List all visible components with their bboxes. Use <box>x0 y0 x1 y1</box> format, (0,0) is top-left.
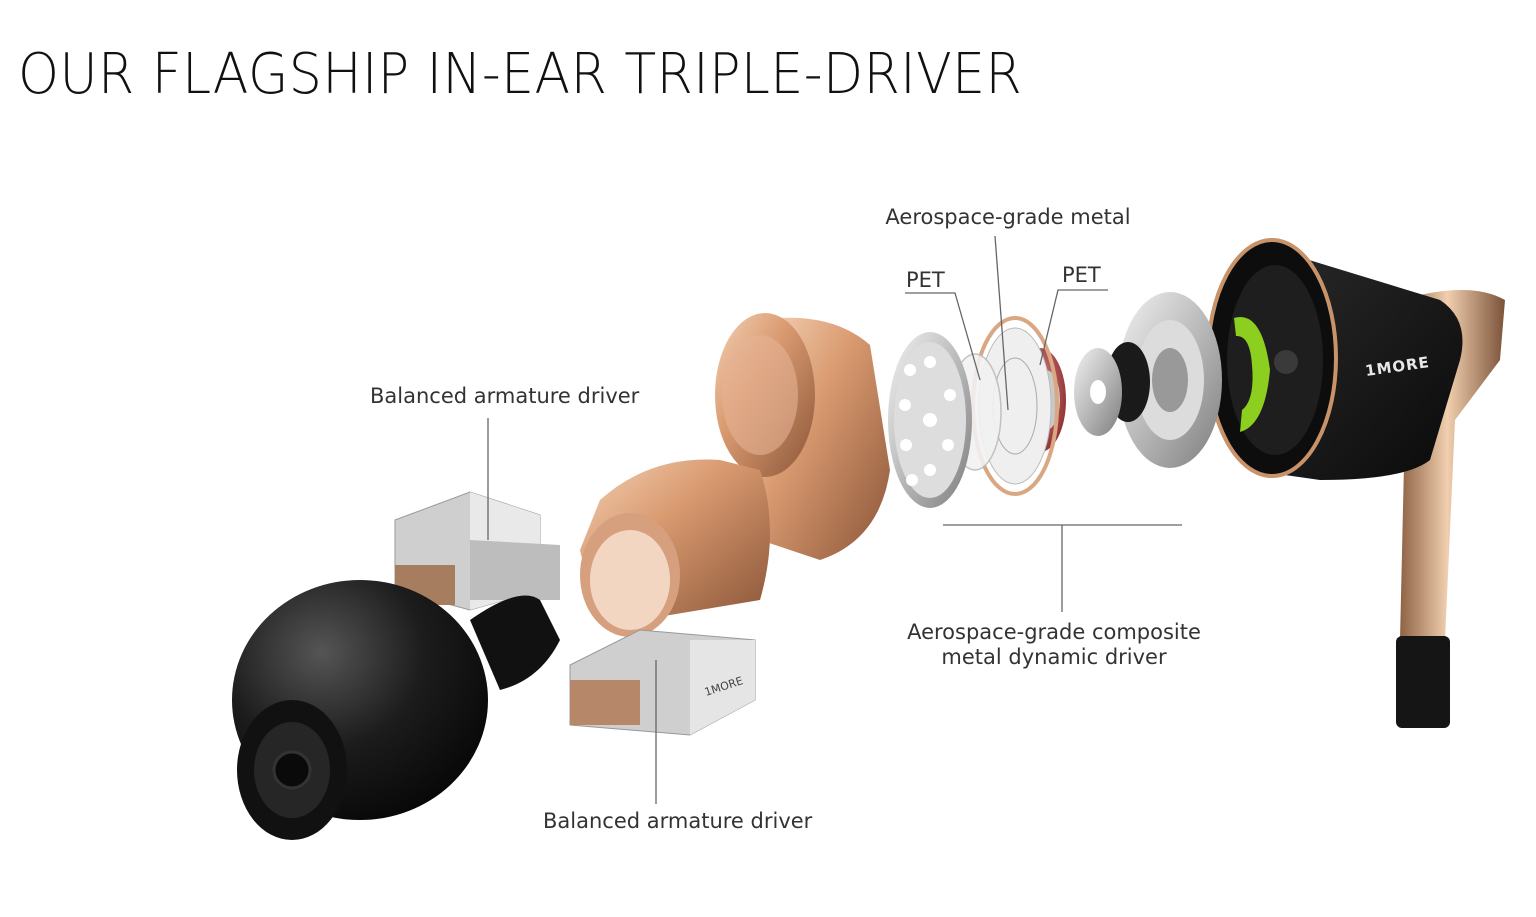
copper-housing <box>580 313 890 637</box>
leader-pet-right <box>1039 289 1108 366</box>
page-title: OUR FLAGSHIP IN-EAR TRIPLE-DRIVER <box>18 42 1023 107</box>
perforated-plate <box>888 332 972 508</box>
balanced-armature-driver-bottom: 1MORE <box>569 629 756 736</box>
label-dynamic-driver-line1: Aerospace-grade composite <box>907 620 1201 644</box>
label-dynamic-driver-line2: metal dynamic driver <box>941 645 1167 669</box>
leader-aerospace-metal <box>994 235 1009 411</box>
label-pet-right: PET <box>1062 263 1101 287</box>
leader-pet-left <box>905 292 981 381</box>
silver-cup <box>1118 292 1222 468</box>
outer-shell: 1MORE <box>1206 238 1463 480</box>
label-pet-left: PET <box>906 268 945 292</box>
label-ba-driver-bottom: Balanced armature driver <box>543 809 813 833</box>
label-ba-driver-top: Balanced armature driver <box>370 384 640 408</box>
balanced-armature-driver-top <box>394 491 560 611</box>
leader-lines <box>487 235 1182 804</box>
ear-tip <box>232 580 560 840</box>
washer <box>1074 348 1122 436</box>
label-aerospace-metal: Aerospace-grade metal <box>885 205 1131 229</box>
